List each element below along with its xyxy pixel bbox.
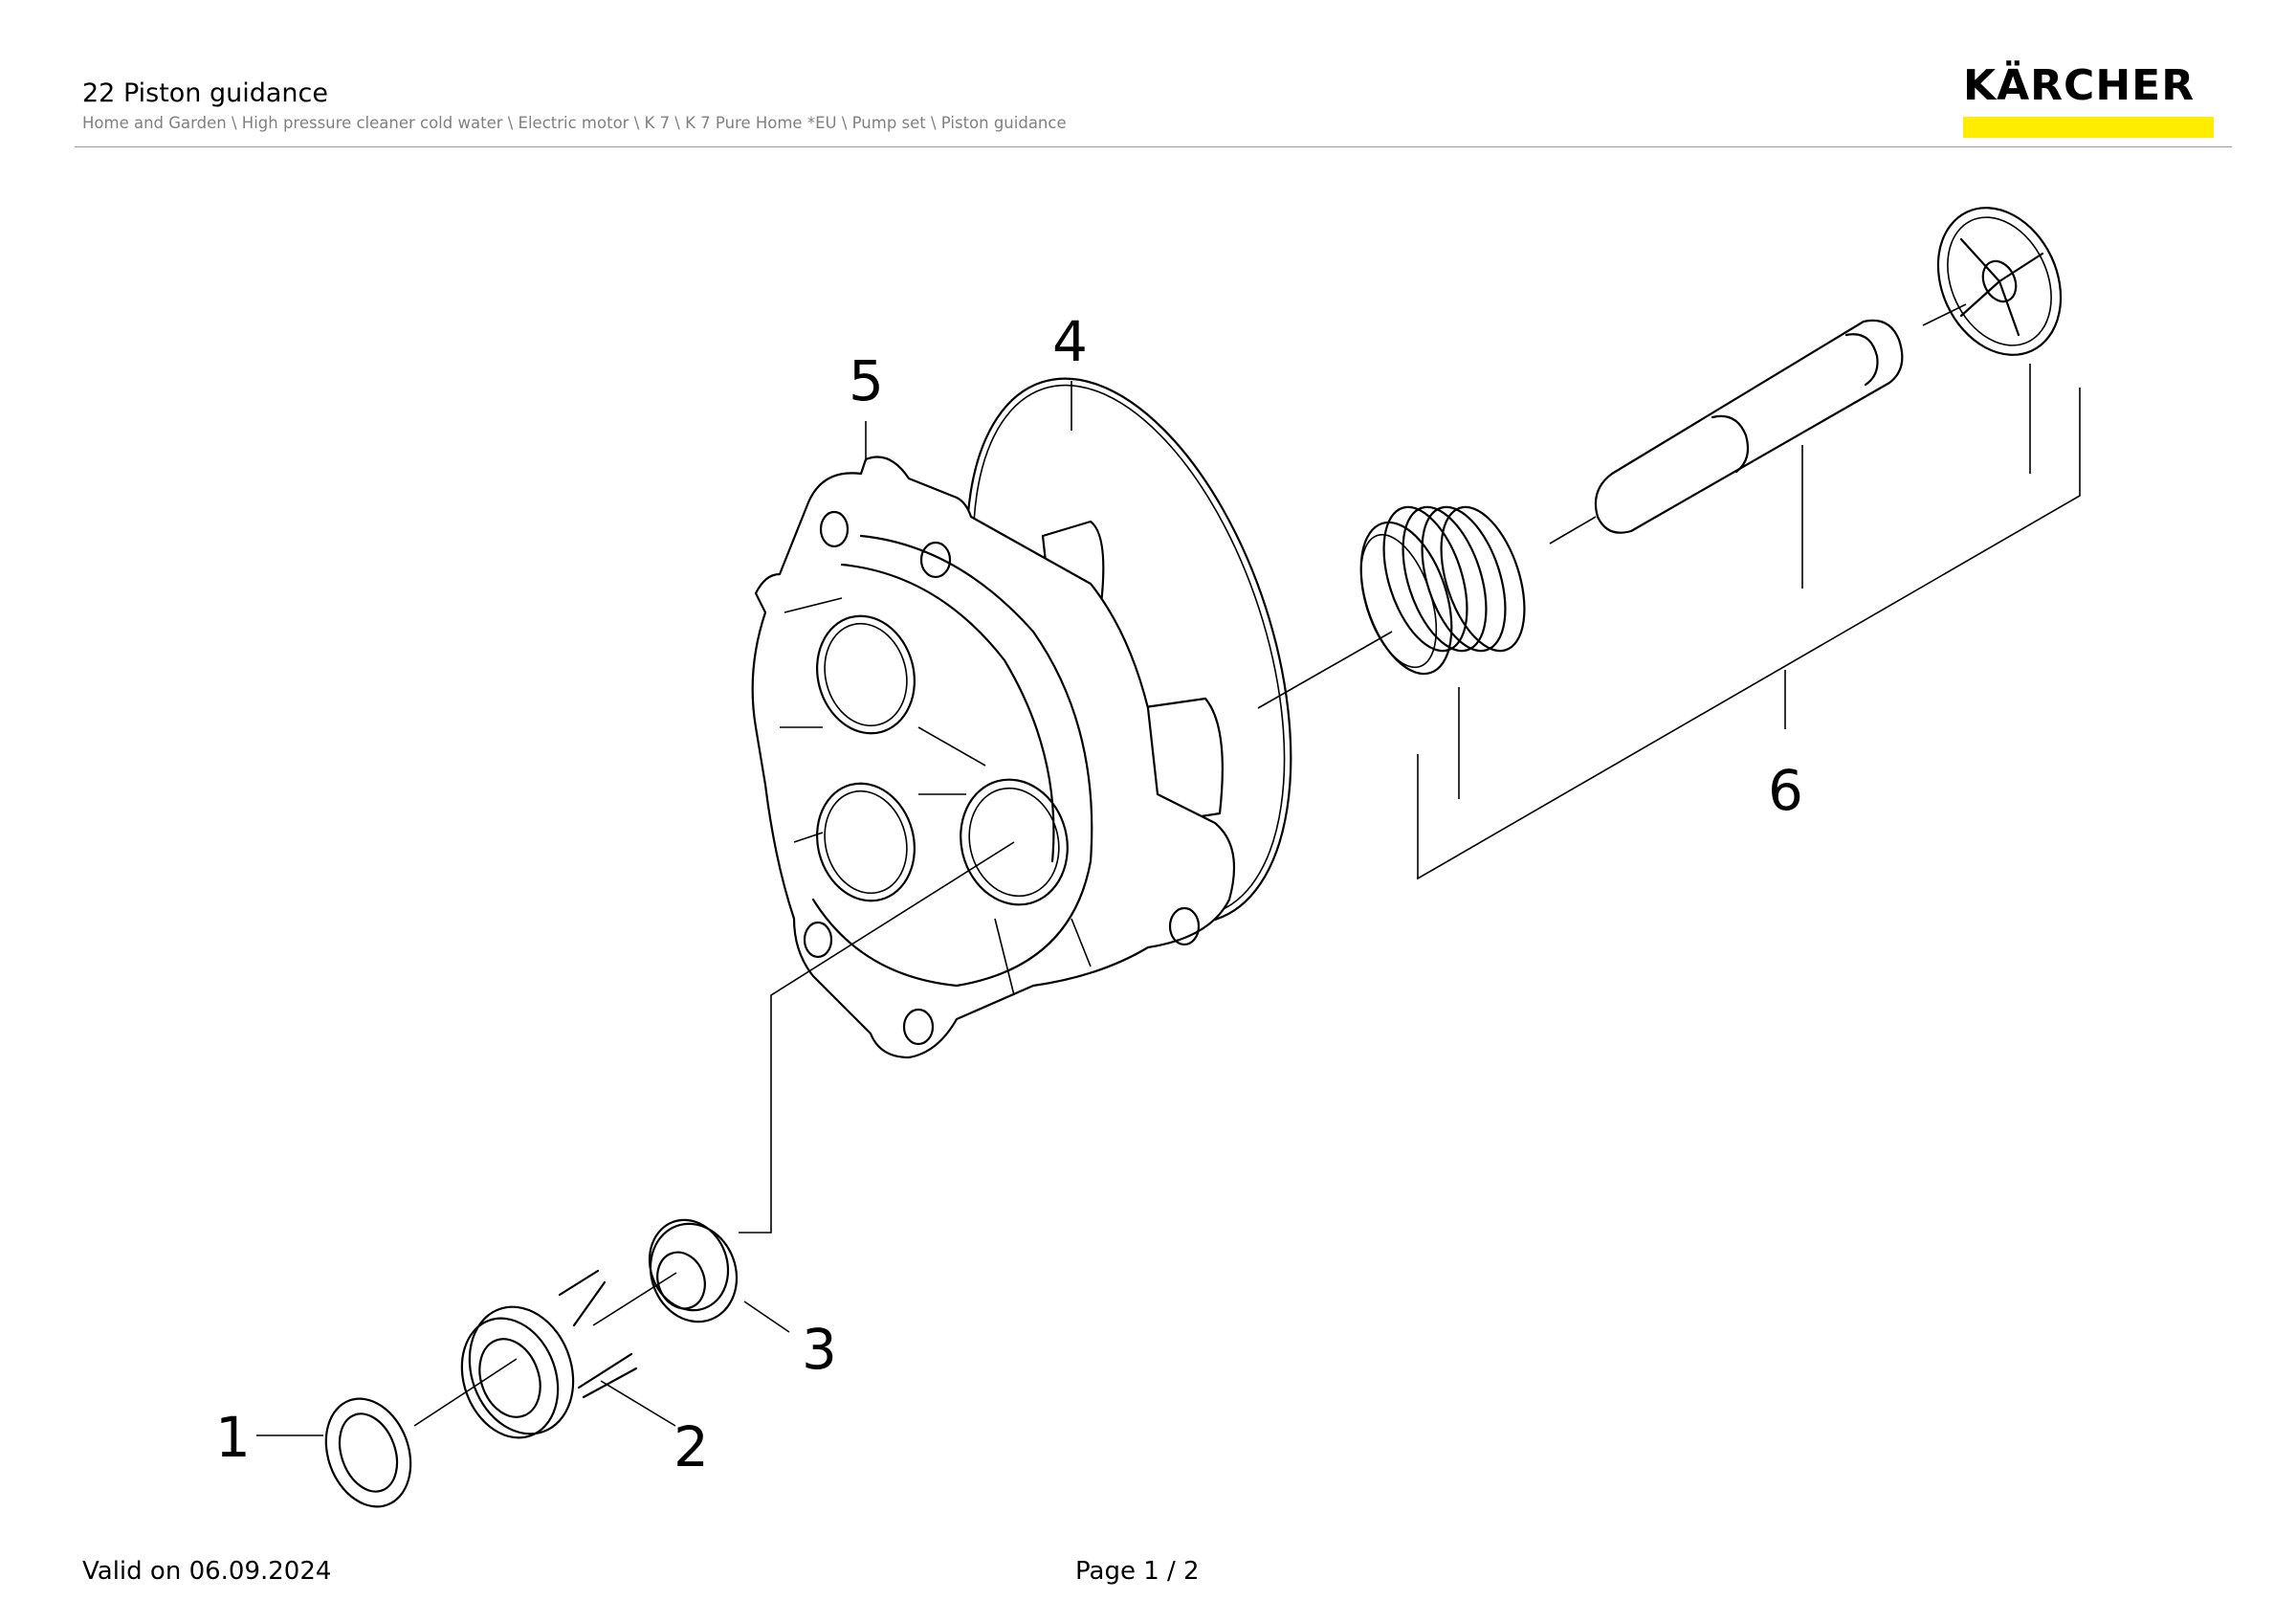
brand-logo: KÄRCHER [1963, 63, 2214, 138]
part-seal [648, 1218, 739, 1323]
callout-5: 5 [849, 348, 884, 413]
brand-name: KÄRCHER [1963, 61, 2196, 110]
valid-date: Valid on 06.09.2024 [82, 1557, 332, 1586]
part-spring [1359, 505, 1526, 676]
callout-2: 2 [673, 1414, 709, 1479]
header-divider [75, 146, 2232, 147]
part-piston [1594, 319, 1904, 534]
page-number: Page 1 / 2 [1075, 1557, 1200, 1586]
brand-bar [1963, 117, 2214, 138]
leader-lines [256, 303, 2081, 1436]
page-title: 22 Piston guidance [82, 78, 329, 108]
part-washer [324, 1397, 412, 1508]
breadcrumb: Home and Garden \ High pressure cleaner … [82, 114, 1067, 132]
part-valve-holder [460, 1269, 638, 1439]
part-piston-guide-housing [751, 456, 1236, 1059]
callout-1: 1 [215, 1405, 251, 1470]
callout-4: 4 [1052, 309, 1088, 374]
callout-labels: 1 2 3 4 5 6 [215, 309, 1803, 1479]
part-spring-plate [1936, 207, 2063, 356]
callout-3: 3 [802, 1317, 837, 1382]
callout-6: 6 [1768, 758, 1803, 823]
